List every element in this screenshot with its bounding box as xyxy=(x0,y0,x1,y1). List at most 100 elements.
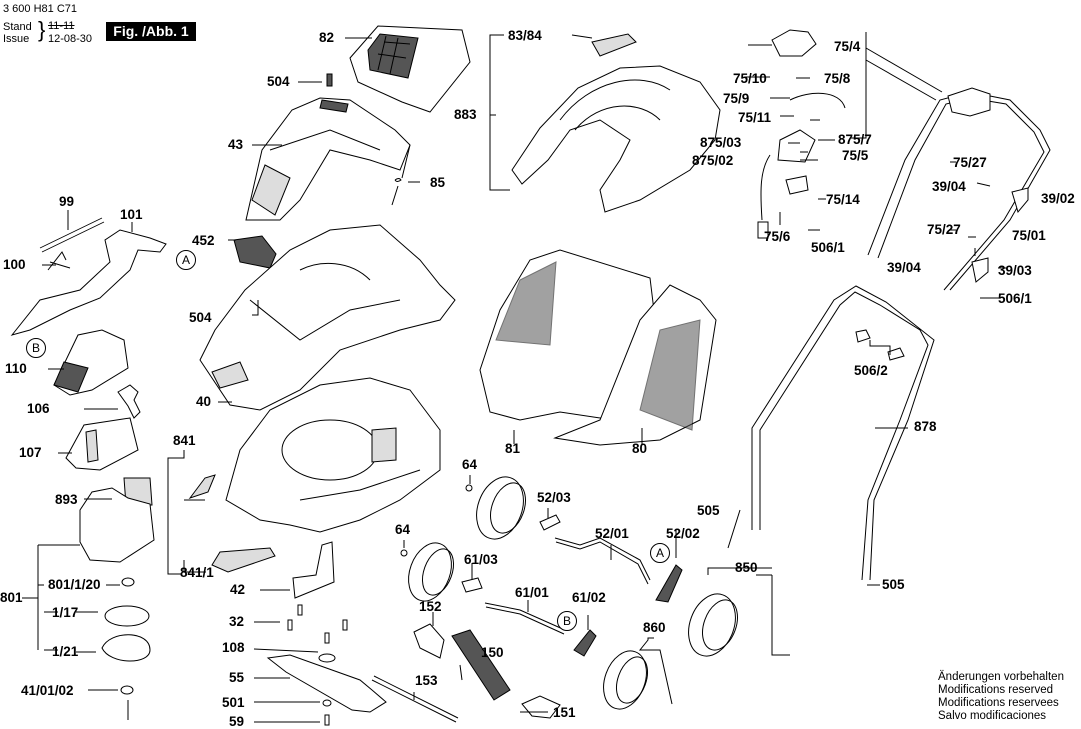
cable-drawing xyxy=(760,154,771,221)
part-label-59: 59 xyxy=(229,714,245,729)
part-label-841-1: 841/1 xyxy=(180,565,214,580)
part-label-52-01: 52/01 xyxy=(595,526,629,541)
deflector-drawing xyxy=(188,474,216,499)
part-label-75-10: 75/10 xyxy=(733,71,767,86)
part-label-100: 100 xyxy=(3,257,26,272)
part-label-39-04-top: 39/04 xyxy=(932,179,966,194)
part-label-83-84: 83/84 xyxy=(508,28,542,43)
bolt-washer-drawing xyxy=(322,699,332,707)
screws-drawing xyxy=(287,604,348,726)
part-label-1-21: 1/21 xyxy=(52,644,79,659)
switch-box-drawing xyxy=(947,87,991,117)
part-label-875-7: 875/7 xyxy=(838,132,872,147)
lever-drawing xyxy=(10,229,167,336)
part-label-42: 42 xyxy=(230,582,246,597)
part-label-82: 82 xyxy=(319,30,335,45)
mulch-plug-drawing xyxy=(292,541,335,599)
part-label-61-03: 61/03 xyxy=(464,552,498,567)
part-label-504-mid: 504 xyxy=(189,310,212,325)
part-label-75-5: 75/5 xyxy=(842,148,869,163)
part-label-152: 152 xyxy=(419,599,442,614)
part-label-875-03: 875/03 xyxy=(700,135,742,150)
deck-drawing xyxy=(225,377,441,533)
notice-line-es: Salvo modificaciones xyxy=(938,710,1047,722)
part-label-841: 841 xyxy=(173,433,196,448)
part-label-801-1-20: 801/1/20 xyxy=(48,577,101,592)
upper-housing-drawing xyxy=(511,33,721,213)
knob-39-02-drawing xyxy=(1011,187,1029,214)
part-label-108: 108 xyxy=(222,640,245,655)
issue-label: Issue xyxy=(3,33,30,45)
part-label-75-8: 75/8 xyxy=(824,71,851,86)
part-label-52-02: 52/02 xyxy=(666,526,700,541)
roller-drawing xyxy=(451,629,511,701)
part-label-39-02: 39/02 xyxy=(1041,191,1075,206)
motor-drawing xyxy=(79,477,155,695)
lower-handle-drawing xyxy=(751,285,935,581)
part-label-40: 40 xyxy=(196,394,212,409)
part-label-39-04-bottom: 39/04 xyxy=(887,260,921,275)
part-label-106: 106 xyxy=(27,401,50,416)
part-label-506-1-top: 506/1 xyxy=(811,240,845,255)
bushing-52-03-drawing xyxy=(539,514,561,531)
part-label-893: 893 xyxy=(55,492,78,507)
axle-52-01-drawing xyxy=(554,537,651,585)
part-label-55: 55 xyxy=(229,670,245,685)
part-label-801: 801 xyxy=(0,590,23,605)
part-label-505-left: 505 xyxy=(697,503,720,518)
callout-a-circle-2: A xyxy=(650,543,670,563)
part-label-452: 452 xyxy=(192,233,215,248)
part-label-75-6: 75/6 xyxy=(764,229,791,244)
part-label-81: 81 xyxy=(505,441,521,456)
part-label-75-14: 75/14 xyxy=(826,192,860,207)
part-label-1-17: 1/17 xyxy=(52,605,79,620)
main-housing-drawing xyxy=(199,224,456,411)
callout-b-circle: B xyxy=(26,338,46,358)
notice-line-de: Änderungen vorbehalten xyxy=(938,671,1064,683)
lever-52-02-drawing xyxy=(655,564,683,603)
grass-box-drawing xyxy=(479,249,717,446)
part-label-75-01: 75/01 xyxy=(1012,228,1046,243)
switch-frame-lines xyxy=(850,32,943,139)
callout-a-circle: A xyxy=(176,250,196,270)
document-number: 3 600 H81 C71 xyxy=(3,3,77,15)
knob-506-2b-drawing xyxy=(887,347,905,361)
modifications-notice: Änderungen vorbehalten Modifications res… xyxy=(938,671,1064,723)
part-label-883: 883 xyxy=(454,107,477,122)
part-label-64-top: 64 xyxy=(462,457,478,472)
part-label-61-02: 61/02 xyxy=(572,590,606,605)
knob-506-2a-drawing xyxy=(855,329,871,343)
part-label-99: 99 xyxy=(59,194,75,209)
lever-61-02-drawing xyxy=(573,629,597,657)
part-label-110: 110 xyxy=(5,361,27,376)
part-label-101: 101 xyxy=(120,207,143,222)
part-label-39-03: 39/03 xyxy=(998,263,1032,278)
grass-box-lid-drawing xyxy=(349,25,471,113)
wheel-rear-right-drawing xyxy=(688,593,738,657)
deflector-strip-drawing xyxy=(211,547,276,573)
latch-drawing xyxy=(117,384,141,419)
part-label-150: 150 xyxy=(481,645,504,660)
switch-plate-drawing xyxy=(777,129,816,163)
washer-drawing xyxy=(318,653,336,663)
part-label-506-2: 506/2 xyxy=(854,363,888,378)
spring-99-drawing xyxy=(39,217,105,253)
stand-label: Stand xyxy=(3,21,32,33)
part-label-860: 860 xyxy=(643,620,666,635)
clamp-drawing xyxy=(785,175,809,195)
wheel-rear-left-drawing xyxy=(476,476,526,540)
knob-39-03-drawing xyxy=(971,257,989,283)
bushing-61-03-drawing xyxy=(461,577,483,593)
callout-b-circle-2: B xyxy=(557,611,577,631)
part-label-153: 153 xyxy=(415,673,438,688)
part-label-41-01-02: 41/01/02 xyxy=(21,683,74,698)
part-label-504-top: 504 xyxy=(267,74,290,89)
switch-cover-drawing xyxy=(771,29,817,57)
issue-value: 12-08-30 xyxy=(48,33,93,45)
plug-drawing xyxy=(757,221,769,239)
part-label-80: 80 xyxy=(632,441,648,456)
part-label-85: 85 xyxy=(430,175,446,190)
part-label-43: 43 xyxy=(228,137,244,152)
